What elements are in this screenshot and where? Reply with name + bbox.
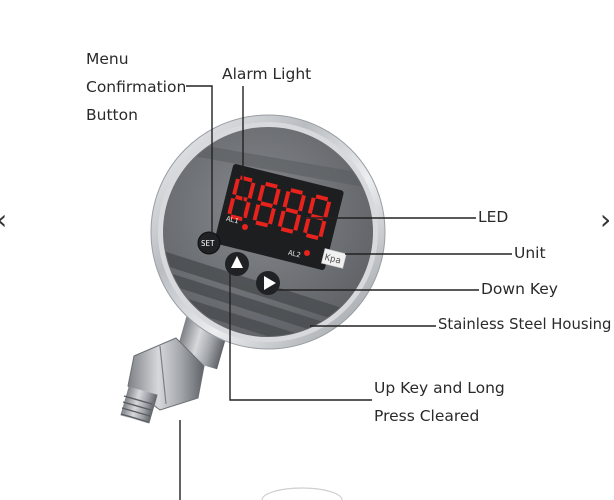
led-digit — [303, 194, 332, 241]
label-up-key-line2: Press Cleared — [374, 407, 480, 425]
led-digit — [277, 188, 306, 234]
al1-label: AL1 — [225, 215, 239, 226]
label-down-key: Down Key — [481, 280, 558, 298]
label-unit: Unit — [514, 244, 546, 262]
led-digit — [252, 181, 281, 228]
alarm-light-al1 — [242, 224, 248, 230]
callout-lines — [179, 85, 512, 500]
set-button[interactable]: SET — [197, 231, 221, 255]
label-menu-line2: Confirmation — [86, 78, 187, 96]
unit-badge: Kpa — [321, 248, 347, 269]
next-arrow-icon[interactable]: › — [600, 203, 612, 236]
scroll-indicator — [261, 487, 343, 500]
prev-arrow-icon[interactable]: ‹ — [0, 206, 7, 234]
label-menu-line3: Button — [86, 106, 138, 124]
label-alarm-light: Alarm Light — [222, 65, 312, 83]
led-display — [214, 164, 344, 270]
al2-label: AL2 — [287, 249, 301, 260]
label-menu-line1: Menu — [86, 50, 129, 68]
down-arrow-icon — [264, 276, 276, 290]
svg-text:SET: SET — [201, 239, 215, 248]
alarm-light-al2 — [304, 250, 310, 256]
label-led: LED — [478, 208, 509, 226]
up-key-button[interactable] — [225, 252, 249, 276]
label-up-key-line1: Up Key and Long — [374, 379, 505, 397]
up-arrow-icon — [231, 256, 243, 268]
down-key-button[interactable] — [256, 271, 280, 295]
label-housing: Stainless Steel Housing — [438, 316, 612, 333]
svg-text:Kpa: Kpa — [324, 253, 342, 267]
